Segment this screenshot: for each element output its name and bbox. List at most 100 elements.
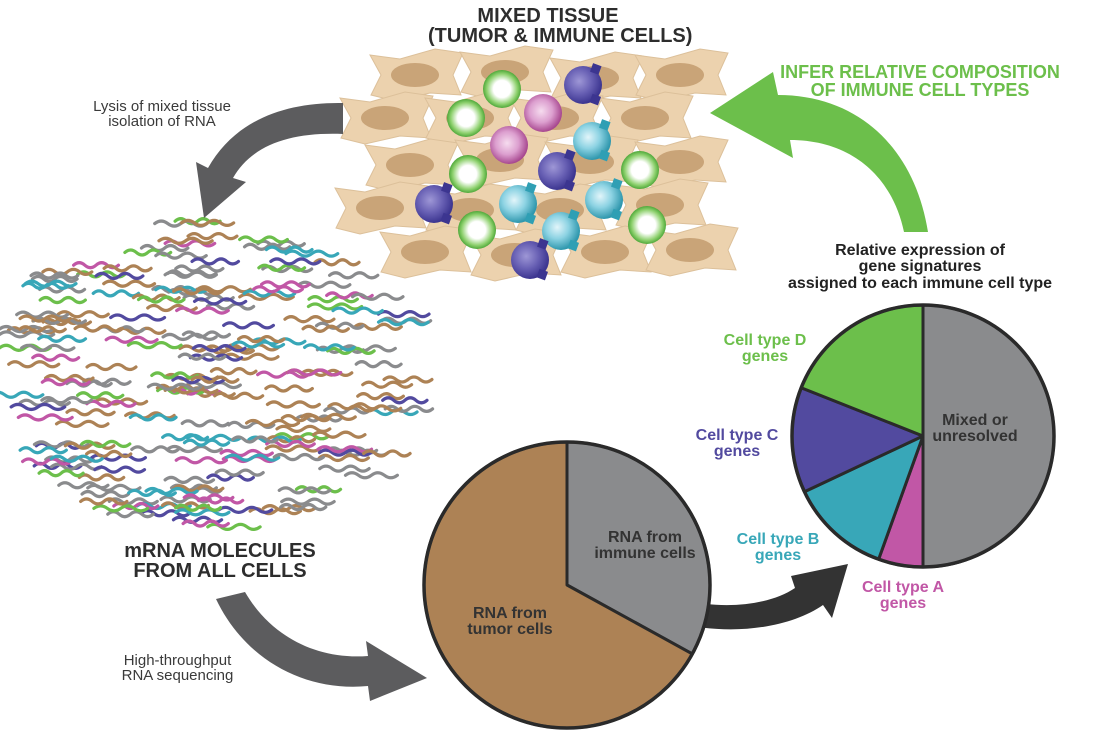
mrna-molecule — [157, 236, 214, 245]
mrna-molecule — [146, 382, 203, 391]
signature-heading-line3: assigned to each immune cell type — [787, 274, 1053, 292]
cell-type-c-line2: genes — [713, 443, 761, 461]
receptor-icon — [598, 149, 611, 162]
mrna-molecule — [175, 306, 230, 315]
mrna-molecule — [9, 402, 67, 412]
mrna-molecule — [63, 441, 116, 450]
receptor-icon — [441, 182, 453, 194]
legend-cell-type-a: Cell type A genes — [838, 579, 968, 613]
immune-cell-body — [449, 155, 487, 193]
immune-cell-green — [621, 151, 659, 189]
mrna-molecule — [150, 371, 199, 380]
lysis-step-line1: Lysis of mixed tissue — [93, 98, 231, 115]
tumor-cell — [634, 48, 729, 102]
mrna-molecule — [283, 315, 336, 324]
mrna-molecule — [0, 324, 55, 334]
lysis-step-line2: isolation of RNA — [108, 113, 216, 131]
mrna-molecule — [20, 343, 76, 352]
pie-label-tumor-line1: RNA from — [472, 605, 548, 622]
pie-label-mixed-line2: unresolved — [932, 428, 1018, 446]
immune-cell-body — [524, 94, 562, 132]
sequencing-arrow-icon — [216, 592, 427, 701]
signature-heading: Relative expression of gene signatures a… — [745, 242, 1095, 292]
mrna-molecule — [347, 404, 403, 413]
tumor-cell-nucleus — [666, 238, 714, 262]
pie-label-tumor-line2: tumor cells — [467, 621, 553, 639]
receptor-icon — [537, 238, 549, 250]
mrna-molecule-cloud — [0, 217, 435, 531]
sequencing-step-line1: High-throughput — [123, 652, 232, 669]
mrna-molecule — [191, 344, 247, 353]
tumor-cell — [599, 91, 694, 145]
mrna-molecule — [341, 344, 397, 353]
cell-type-b-line1: Cell type B — [736, 531, 820, 548]
mrna-molecule — [356, 392, 405, 401]
tumor-cell-nucleus — [656, 150, 704, 174]
mrna-molecule — [312, 430, 367, 439]
receptor-icon — [610, 208, 623, 221]
mrna-molecule — [381, 396, 429, 405]
mrna-molecule — [196, 285, 252, 294]
mrna-molecule — [242, 289, 297, 298]
tumor-cell-nucleus — [356, 196, 404, 220]
tumor-cell-nucleus — [386, 153, 434, 177]
tumor-cell-nucleus — [621, 106, 669, 130]
rna-pie-outline — [422, 440, 712, 730]
mrna-molecule — [297, 280, 352, 289]
mrna-molecule — [91, 289, 141, 298]
mrna-molecule — [37, 334, 88, 343]
infer-arrow-icon — [710, 72, 928, 232]
mrna-molecule — [383, 404, 435, 413]
mrna-molecule — [244, 418, 301, 428]
receptor-icon — [599, 119, 611, 131]
infer-heading-line1: INFER RELATIVE COMPOSITION — [780, 62, 1060, 82]
mrna-molecule — [274, 432, 330, 441]
mrna-molecule — [30, 274, 79, 283]
mrna-molecule — [16, 413, 74, 422]
mrna-molecule — [376, 310, 431, 319]
mrna-molecule — [23, 279, 78, 288]
receptor-icon — [525, 182, 537, 194]
mrna-molecule — [93, 465, 147, 474]
mrna-molecule — [224, 453, 281, 462]
receptor-icon — [568, 209, 580, 221]
mrna-molecule — [171, 376, 226, 385]
mrna-molecule — [161, 332, 218, 342]
legend-cell-type-c: Cell type C genes — [672, 427, 802, 461]
cell-type-a-line2: genes — [879, 595, 927, 613]
mrna-molecule — [231, 435, 280, 444]
sequencing-step-line2: RNA sequencing — [121, 667, 234, 685]
immune-subset-arrow-icon — [674, 564, 848, 630]
mrna-molecule — [343, 471, 399, 480]
mrna-molecule — [286, 368, 343, 377]
mrna-molecule — [161, 433, 210, 442]
mrna-molecule — [182, 493, 235, 502]
mrna-molecule — [85, 362, 138, 372]
mrna-molecule — [181, 330, 231, 339]
mrna-molecule — [264, 245, 314, 254]
receptor-icon — [611, 178, 623, 190]
mrna-molecule — [182, 438, 231, 447]
mrna-molecule — [261, 504, 317, 513]
mrna-molecule — [307, 295, 359, 304]
mrna-molecule — [166, 444, 223, 454]
mrna-molecule — [313, 258, 361, 267]
tumor-cell — [379, 225, 474, 279]
mrna-molecule — [306, 302, 364, 311]
tumor-cell-nucleus — [401, 240, 449, 264]
mrna-molecule — [173, 217, 222, 226]
infer-heading-line2: OF IMMUNE CELL TYPES — [810, 80, 1030, 101]
mrna-molecule — [317, 453, 370, 463]
signature-heading-line2: gene signatures — [858, 258, 982, 276]
mrna-molecule — [40, 396, 93, 405]
mrna-molecule — [79, 497, 129, 506]
mrna-molecule — [126, 341, 183, 350]
mrna-molecule — [102, 264, 153, 273]
receptor-icon — [564, 149, 576, 161]
mrna-molecule — [31, 353, 81, 362]
mrna-molecule — [136, 295, 186, 304]
receptor-icon — [440, 212, 453, 225]
mrna-molecule — [40, 378, 91, 387]
mrna-molecule — [236, 335, 286, 344]
mrna-molecule — [174, 456, 229, 465]
